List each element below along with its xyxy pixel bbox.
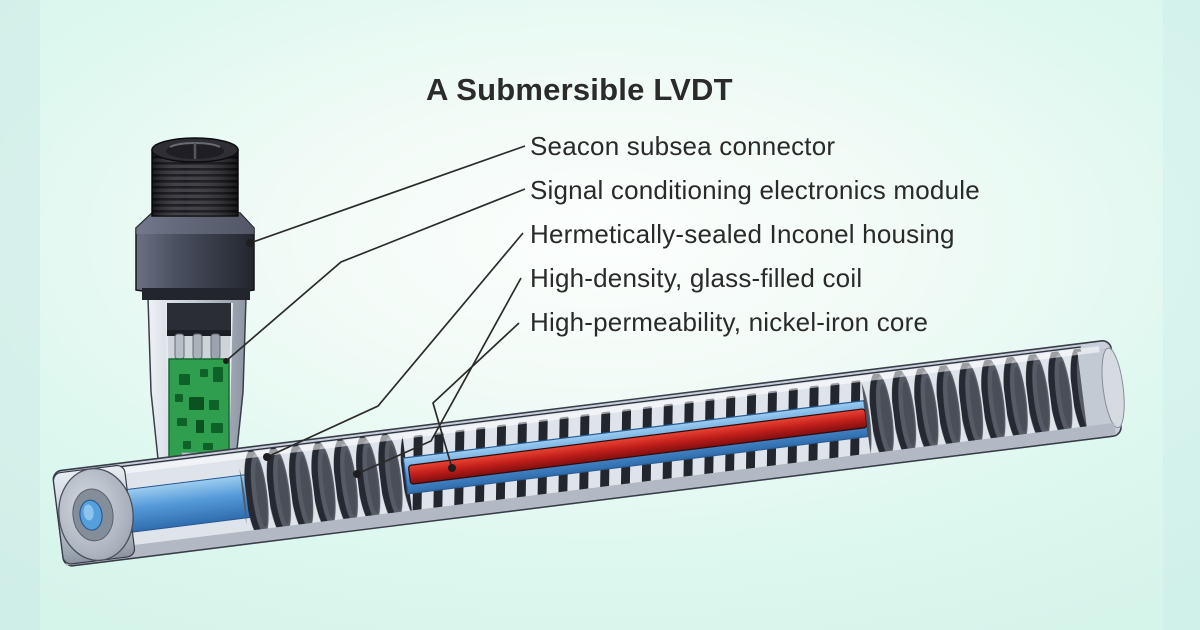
- connector-nut: [135, 212, 255, 300]
- housing-bottom-shell: [64, 422, 1116, 566]
- connector-pins: [174, 333, 221, 360]
- canvas-edge-band-left: [0, 0, 40, 630]
- figure-title: A Submersible LVDT: [426, 72, 733, 107]
- label-glass-filled-coil: High-density, glass-filled coil: [530, 263, 863, 293]
- label-inconel-housing: Hermetically-sealed Inconel housing: [530, 219, 955, 249]
- connector-base: [167, 303, 231, 336]
- leader-dots: [223, 239, 456, 478]
- label-nickel-iron-core: High-permeability, nickel-iron core: [530, 307, 929, 337]
- tube-end-cap-left: [52, 464, 136, 565]
- label-seacon-connector: Seacon subsea connector: [530, 131, 836, 161]
- leader-lines: [223, 145, 526, 478]
- leader-seacon-connector: [249, 145, 526, 244]
- threaded-connector-top: [151, 137, 239, 217]
- coil-discs-left: [237, 431, 414, 542]
- electronics-module-pcb: [168, 358, 230, 461]
- connector-assembly-3d: [135, 137, 255, 476]
- leader-inconel-housing: [266, 232, 524, 458]
- tube-end-cap-right: [1077, 347, 1125, 432]
- leader-electronics-module: [225, 188, 526, 362]
- housing-top-highlight: [58, 346, 1100, 482]
- coil-cutaway-section: [402, 379, 871, 515]
- canvas-edge-band-right: [1163, 0, 1200, 630]
- inconel-housing-tube: [52, 340, 1125, 567]
- pcb-components: [175, 367, 223, 450]
- part-labels: Seacon subsea connector Signal condition…: [530, 130, 980, 350]
- leader-core: [432, 322, 520, 469]
- label-electronics-module: Signal conditioning electronics module: [530, 175, 980, 205]
- leader-coil: [356, 277, 522, 475]
